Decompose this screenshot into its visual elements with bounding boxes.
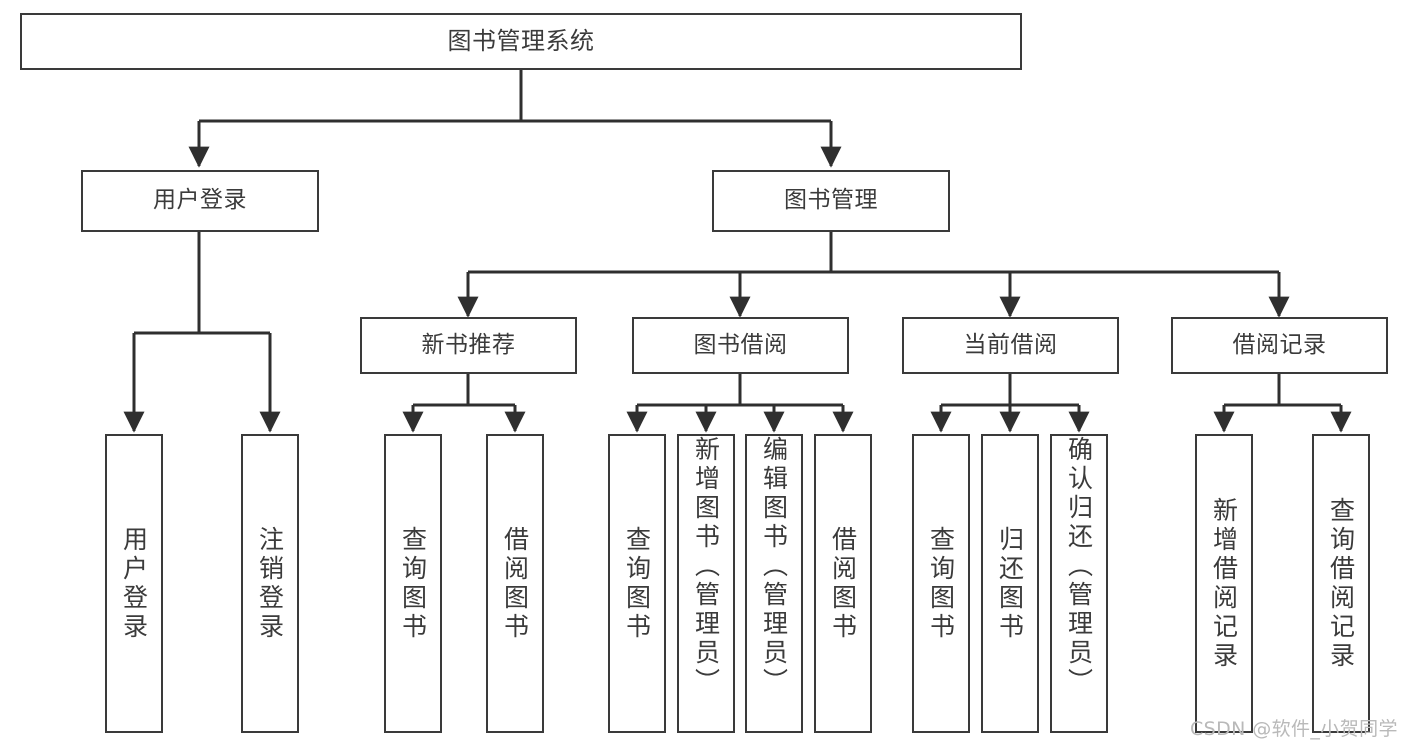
node-label: 图书管理系统 bbox=[447, 27, 595, 56]
node-label: 借阅图书 bbox=[500, 525, 530, 642]
node-user-login[interactable]: 用户登录 bbox=[81, 170, 319, 232]
node-borrow-record[interactable]: 借阅记录 bbox=[1171, 317, 1388, 374]
node-book-borrow[interactable]: 图书借阅 bbox=[632, 317, 849, 374]
leaf-return-book[interactable]: 归还图书 bbox=[981, 434, 1039, 733]
node-label: 借阅记录 bbox=[1232, 331, 1327, 358]
watermark-text: CSDN @软件_小贺同学 bbox=[1190, 718, 1398, 740]
node-book-management[interactable]: 图书管理 bbox=[712, 170, 950, 232]
node-label: 用户登录 bbox=[153, 187, 247, 214]
node-label: 新增借阅记录 bbox=[1209, 496, 1239, 671]
node-label: 图书借阅 bbox=[693, 331, 788, 358]
node-label: 编辑图书（管理员） bbox=[759, 436, 789, 697]
leaf-query-book-borrow[interactable]: 查询图书 bbox=[608, 434, 666, 733]
node-label: 查询图书 bbox=[926, 525, 956, 642]
node-current-borrow[interactable]: 当前借阅 bbox=[902, 317, 1119, 374]
node-label: 当前借阅 bbox=[963, 331, 1058, 358]
leaf-logout[interactable]: 注销登录 bbox=[241, 434, 299, 733]
leaf-borrow-book-recommend[interactable]: 借阅图书 bbox=[486, 434, 544, 733]
leaf-query-borrow-record[interactable]: 查询借阅记录 bbox=[1312, 434, 1370, 733]
node-new-book-recommend[interactable]: 新书推荐 bbox=[360, 317, 577, 374]
node-label: 查询借阅记录 bbox=[1326, 496, 1356, 671]
node-root-book-management-system[interactable]: 图书管理系统 bbox=[20, 13, 1022, 70]
node-label: 确认归还（管理员） bbox=[1064, 436, 1094, 697]
node-label: 图书管理 bbox=[784, 187, 878, 214]
leaf-borrow-book[interactable]: 借阅图书 bbox=[814, 434, 872, 733]
node-label: 查询图书 bbox=[622, 525, 652, 642]
leaf-user-login[interactable]: 用户登录 bbox=[105, 434, 163, 733]
node-label: 查询图书 bbox=[398, 525, 428, 642]
node-label: 新增图书（管理员） bbox=[691, 436, 721, 697]
leaf-edit-book-admin[interactable]: 编辑图书（管理员） bbox=[745, 434, 803, 733]
node-label: 归还图书 bbox=[995, 525, 1025, 642]
node-label: 注销登录 bbox=[255, 525, 285, 642]
leaf-query-book-recommend[interactable]: 查询图书 bbox=[384, 434, 442, 733]
node-label: 借阅图书 bbox=[828, 525, 858, 642]
leaf-add-book-admin[interactable]: 新增图书（管理员） bbox=[677, 434, 735, 733]
leaf-query-book-current[interactable]: 查询图书 bbox=[912, 434, 970, 733]
leaf-add-borrow-record[interactable]: 新增借阅记录 bbox=[1195, 434, 1253, 733]
node-label: 用户登录 bbox=[119, 525, 149, 642]
leaf-confirm-return-admin[interactable]: 确认归还（管理员） bbox=[1050, 434, 1108, 733]
node-label: 新书推荐 bbox=[421, 331, 516, 358]
